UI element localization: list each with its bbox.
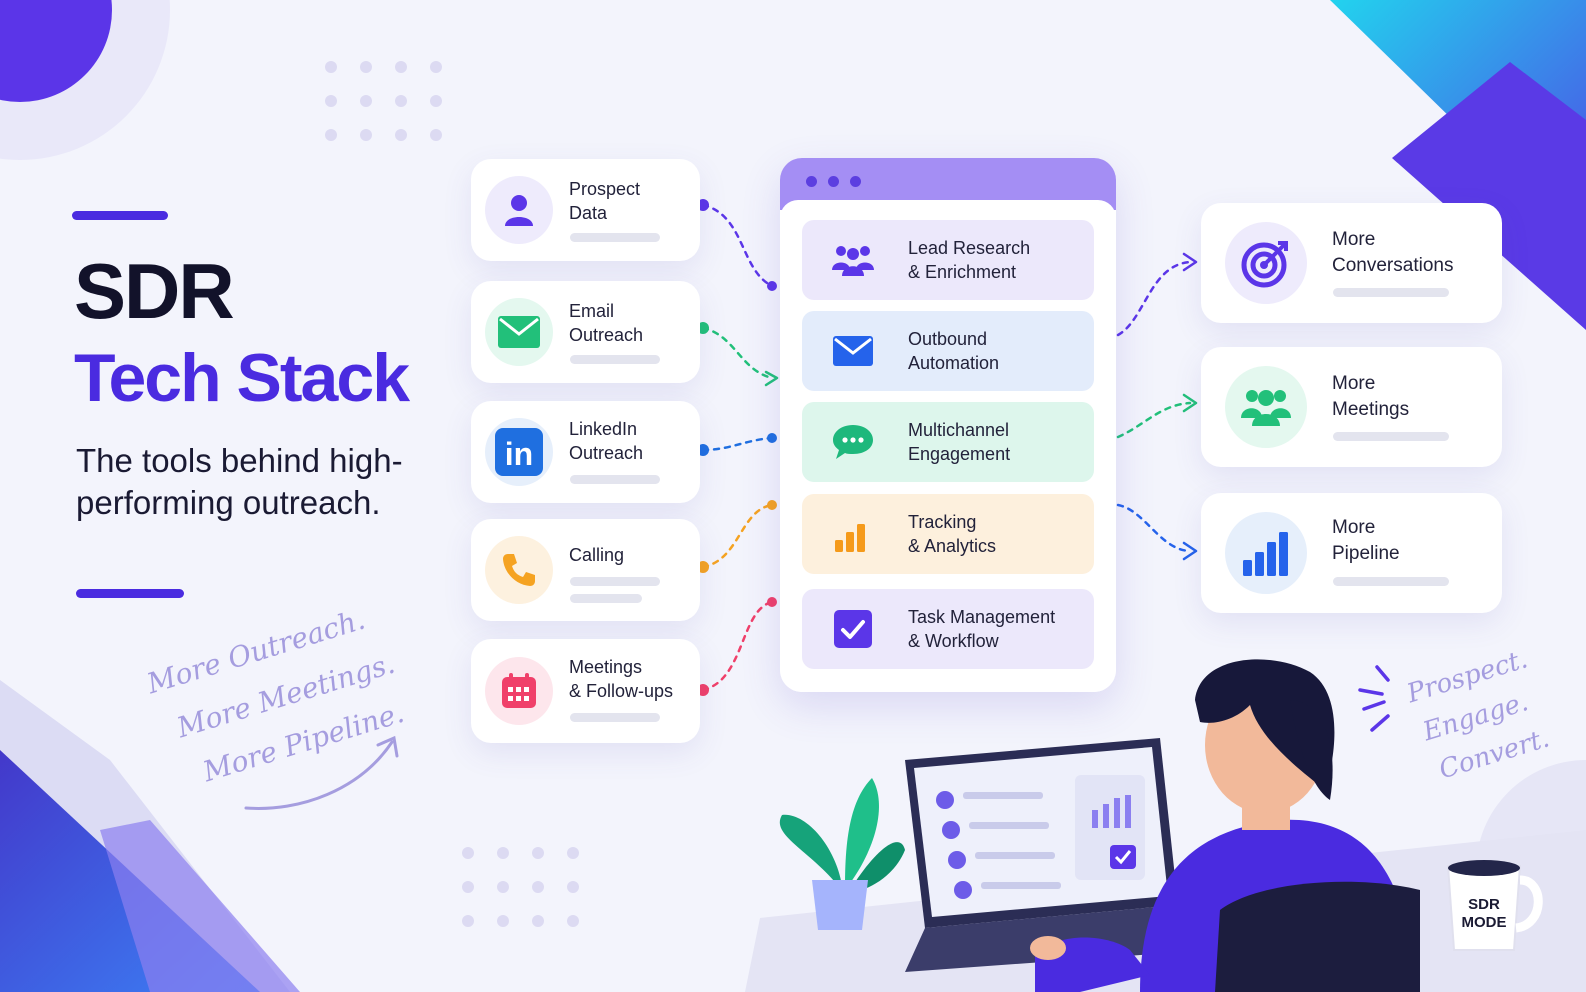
mug-label-line1: SDR [1468,896,1500,913]
input-card-label: LinkedIn Outreach [569,419,644,463]
phone-icon [485,536,553,604]
window-dot [850,176,861,187]
mug-label-line2: MODE [1461,914,1507,931]
subtitle-accent-line [76,589,184,598]
tech-stack-panel: Lead Research & Enrichment Outbound Auto… [780,158,1116,692]
input-card-label: Prospect Data [569,179,641,223]
target-icon [1225,222,1307,304]
stack-row-task-management: Task Management & Workflow [802,589,1094,669]
placeholder-bar [570,594,642,603]
input-card-email-outreach: Email Outreach [471,281,700,383]
title-line1: SDR [74,247,235,335]
checkbox-icon [828,609,878,649]
team-icon [828,240,878,280]
stack-row-label: Task Management & Workflow [908,607,1056,651]
stack-row-tracking-analytics: Tracking & Analytics [802,494,1094,574]
stack-row-label: Tracking & Analytics [908,512,997,556]
svg-text:in: in [505,436,533,472]
stack-row-outbound-automation: Outbound Automation [802,311,1094,391]
placeholder-bar [570,713,660,722]
input-card-calling: Calling [471,519,700,621]
outcome-card-label: More Pipeline [1332,517,1400,564]
window-dot [828,176,839,187]
stack-row-label: Multichannel Engagement [908,420,1011,464]
bar-chart-icon [1225,512,1307,594]
placeholder-bar [570,233,660,242]
stack-row-label: Outbound Automation [908,329,1000,373]
outcome-card-pipeline: More Pipeline [1201,493,1502,613]
outcome-card-conversations: More Conversations [1201,203,1502,323]
stack-row-multichannel-engagement: Multichannel Engagement [802,402,1094,482]
placeholder-bar [570,577,660,586]
stack-row-lead-research: Lead Research & Enrichment [802,220,1094,300]
input-card-label: Email Outreach [569,301,644,345]
plant [779,778,905,930]
outcome-card-label: More Conversations [1332,229,1454,276]
chat-icon [828,422,878,462]
title-line2: Tech Stack [74,340,410,416]
calendar-icon [485,657,553,725]
bar-chart-icon [828,514,878,554]
linkedin-icon: in [485,418,553,486]
mug-label: SDR MODE [1456,896,1512,932]
mug [1446,860,1543,951]
placeholder-bar [1333,288,1449,297]
input-card-meetings-follow-ups: Meetings & Follow-ups [471,639,700,743]
title-accent-line [72,211,168,220]
window-dot [806,176,817,187]
placeholder-bar [1333,432,1449,441]
input-card-label: Calling [569,545,625,565]
placeholder-bar [570,355,660,364]
group-icon [1225,366,1307,448]
user-icon [485,176,553,244]
person [1030,659,1420,992]
outcome-card-label: More Meetings [1332,373,1410,420]
input-card-prospect-data: Prospect Data [471,159,700,261]
outcome-card-meetings: More Meetings [1201,347,1502,467]
placeholder-bar [570,475,660,484]
mail-icon [828,331,878,371]
input-card-label: Meetings & Follow-ups [569,657,674,701]
input-card-linkedin-outreach: in LinkedIn Outreach [471,401,700,503]
stack-row-label: Lead Research & Enrichment [908,238,1031,282]
subtitle: The tools behind high-performing outreac… [76,442,403,521]
mail-icon [485,298,553,366]
placeholder-bar [1333,577,1449,586]
